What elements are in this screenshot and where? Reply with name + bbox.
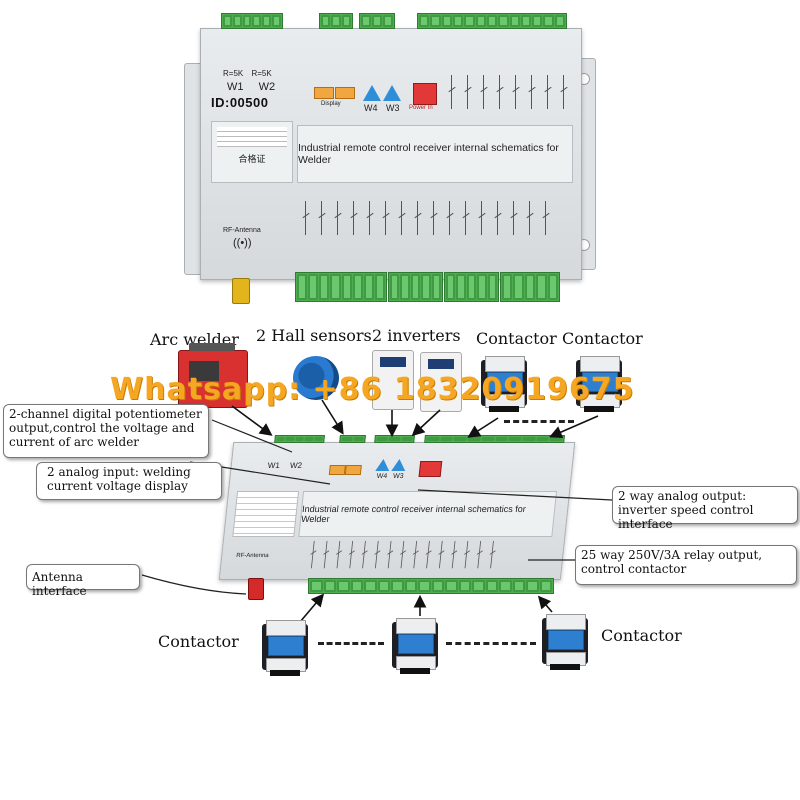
callout-potentiometer: 2-channel digital potentiometer output,c…: [3, 404, 209, 458]
hall-sensors-label: 2 Hall sensors: [256, 326, 372, 345]
schematic-title: Industrial remote control receiver inter…: [298, 142, 559, 166]
inverter-image-2: [420, 352, 462, 412]
callout-relay-output: 25 way 250V/3A relay output, control con…: [575, 545, 797, 585]
inverter-label-w3: W3: [386, 103, 400, 113]
bottom-schematic-title-panel: Industrial remote control receiver inter…: [298, 491, 558, 537]
callout-analog-input: 2 analog input: welding current voltage …: [36, 462, 222, 500]
contactor-top-left-image: [477, 352, 531, 414]
inverter-output-w3-icon: [383, 85, 401, 101]
pot-resistance-2: R=5K: [251, 69, 272, 78]
inverter-output-w4-icon: [363, 85, 381, 101]
whatsapp-watermark: Whatsapp: +86 18320919675: [110, 372, 635, 407]
rf-antenna-label: RF-Antenna: [223, 227, 261, 234]
bottom-pot-name-w1: W1: [267, 461, 281, 470]
contactor-bottom-connector-line-2: [446, 642, 536, 645]
contactor-bottom-left-label: Contactor: [158, 632, 239, 651]
bottom-board-photo: W1 W2 W4 W3 Industrial remote control re…: [208, 428, 578, 613]
certificate-title: 合格证: [238, 155, 266, 165]
pot-resistance-1: R=5K: [223, 69, 244, 78]
bottom-inverter-label-w3: W3: [392, 473, 404, 480]
callout-analog-output: 2 way analog output: inverter speed cont…: [612, 486, 798, 531]
certificate-panel: 合格证: [211, 121, 293, 183]
pot-name-w1: W1: [227, 81, 244, 93]
bottom-antenna-connector: [248, 578, 264, 600]
bottom-controller-enclosure: W1 W2 W4 W3 Industrial remote control re…: [218, 435, 576, 580]
contactor-bottom-connector-line-1: [318, 642, 384, 645]
callout-antenna: Antenna interface: [26, 564, 140, 598]
schematic-title-panel: Industrial remote control receiver inter…: [297, 125, 573, 183]
contactor-bottom-right-image: [538, 610, 592, 672]
bottom-rf-antenna-label: RF-Antenna: [235, 553, 269, 559]
contactor-bottom-right-label: Contactor: [601, 626, 682, 645]
relay-symbols-top: [451, 75, 579, 109]
bottom-inverter-label-w4: W4: [376, 473, 388, 480]
relay-symbols-bottom: [305, 201, 561, 235]
board-id-label: ID:00500: [211, 95, 269, 110]
display-chip-1: [314, 87, 334, 99]
pot-name-w2: W2: [258, 81, 276, 93]
inverters-label: 2 inverters: [372, 326, 461, 345]
hall-sensor-image: [293, 356, 339, 400]
contactor-top-right-image: [572, 352, 626, 414]
top-board-photo: R=5K R=5K W1 W2 ID:00500 Display W4 W3 P…: [180, 8, 600, 308]
arc-welder-image: [178, 343, 248, 408]
bottom-inverter-w4-icon: [375, 459, 391, 471]
bottom-pot-name-w2: W2: [289, 461, 303, 470]
antenna-connector: [232, 278, 250, 304]
contactor-bottom-middle-image: [388, 614, 442, 676]
display-label: Display: [321, 101, 341, 107]
display-chip-2: [335, 87, 355, 99]
bottom-schematic-title: Industrial remote control receiver inter…: [300, 504, 527, 524]
contactor-top-connector-line: [504, 420, 574, 423]
rf-antenna-icon: ((•)): [233, 237, 252, 249]
contactor-bottom-left-image: [258, 616, 312, 678]
power-in-label: Power In: [409, 105, 433, 111]
controller-enclosure: R=5K R=5K W1 W2 ID:00500 Display W4 W3 P…: [200, 13, 582, 280]
contactor-top-right-label: Contactor: [562, 329, 643, 348]
contactor-top-left-label: Contactor: [476, 329, 557, 348]
bottom-inverter-w3-icon: [391, 459, 407, 471]
inverter-image-1: [372, 350, 414, 410]
inverter-label-w4: W4: [364, 103, 378, 113]
power-in-block: [413, 83, 437, 105]
